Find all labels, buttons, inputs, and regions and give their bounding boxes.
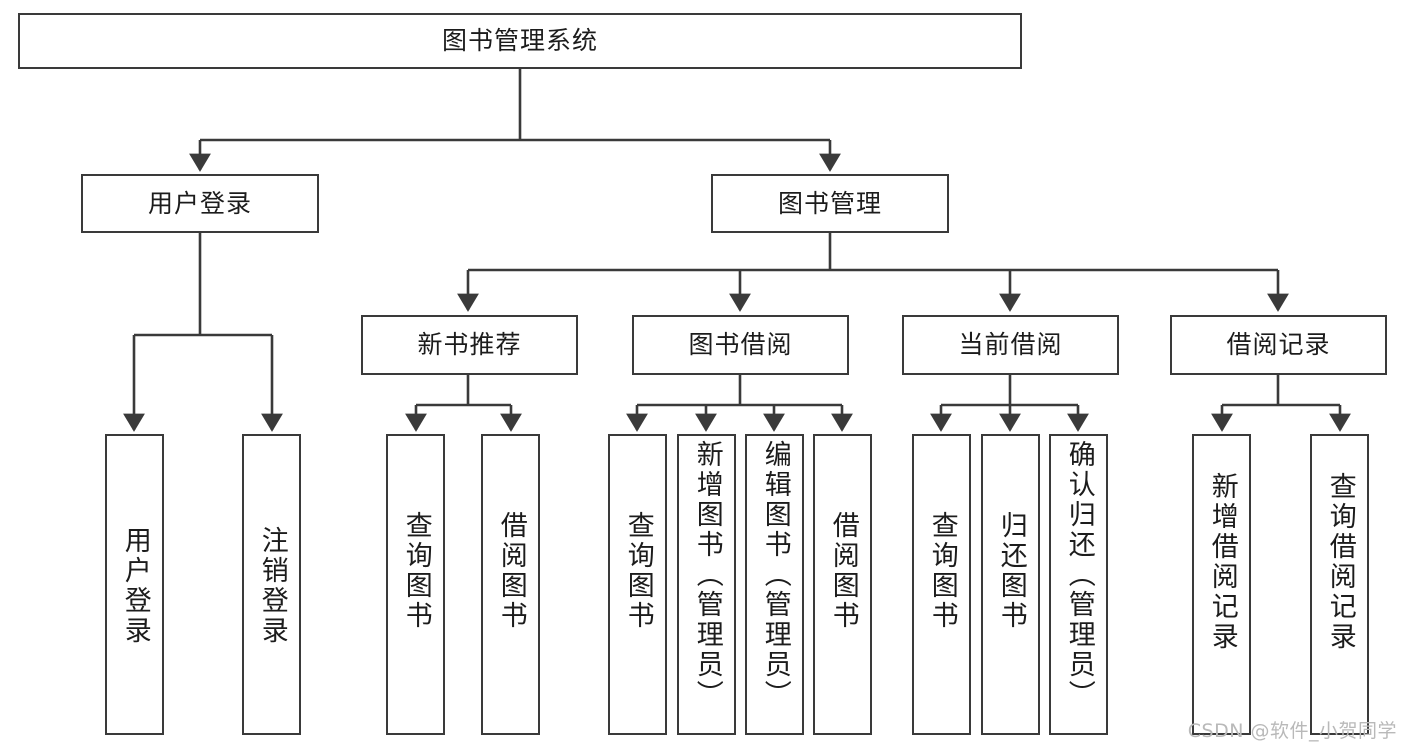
node-current-borrow[interactable]: 当前借阅: [902, 315, 1119, 375]
node-leaf-query-book-3-label: 查询图书: [926, 511, 958, 631]
node-leaf-logout-label: 注销登录: [256, 526, 288, 646]
node-leaf-query-book-1-label: 查询图书: [400, 511, 432, 631]
node-book-borrow-label: 图书借阅: [688, 330, 793, 360]
node-leaf-query-record-label: 查询借阅记录: [1324, 472, 1356, 652]
node-leaf-query-book-1[interactable]: 查询图书: [386, 434, 445, 735]
node-new-book-rec-label: 新书推荐: [417, 330, 522, 360]
node-leaf-query-book-2-label: 查询图书: [622, 511, 654, 631]
node-borrow-record-label: 借阅记录: [1226, 330, 1331, 360]
node-leaf-add-book-label: 新增图书（管理员）: [691, 440, 723, 710]
node-user-login-label: 用户登录: [147, 188, 252, 218]
node-leaf-edit-book-label: 编辑图书（管理员）: [759, 440, 791, 710]
node-leaf-user-login[interactable]: 用户登录: [105, 434, 164, 735]
node-leaf-logout[interactable]: 注销登录: [242, 434, 301, 735]
node-current-borrow-label: 当前借阅: [958, 330, 1063, 360]
node-new-book-rec[interactable]: 新书推荐: [361, 315, 578, 375]
node-leaf-borrow-book-1-label: 借阅图书: [495, 511, 527, 631]
node-leaf-confirm-return-label: 确认归还（管理员）: [1063, 440, 1095, 710]
node-leaf-query-book-3[interactable]: 查询图书: [912, 434, 971, 735]
node-leaf-return-book[interactable]: 归还图书: [981, 434, 1040, 735]
node-user-login[interactable]: 用户登录: [81, 174, 319, 233]
node-leaf-return-book-label: 归还图书: [995, 511, 1027, 631]
node-leaf-borrow-book-2-label: 借阅图书: [827, 511, 859, 631]
node-leaf-query-book-2[interactable]: 查询图书: [608, 434, 667, 735]
node-leaf-query-record[interactable]: 查询借阅记录: [1310, 434, 1369, 735]
node-book-manage[interactable]: 图书管理: [711, 174, 949, 233]
node-root[interactable]: 图书管理系统: [18, 13, 1022, 69]
watermark-text: CSDN @软件_小贺同学: [1187, 720, 1397, 742]
node-leaf-borrow-book-2[interactable]: 借阅图书: [813, 434, 872, 735]
node-leaf-add-book[interactable]: 新增图书（管理员）: [677, 434, 736, 735]
node-leaf-add-record[interactable]: 新增借阅记录: [1192, 434, 1251, 735]
node-borrow-record[interactable]: 借阅记录: [1170, 315, 1387, 375]
node-leaf-add-record-label: 新增借阅记录: [1206, 472, 1238, 652]
node-leaf-confirm-return[interactable]: 确认归还（管理员）: [1049, 434, 1108, 735]
node-root-label: 图书管理系统: [441, 26, 598, 56]
node-leaf-edit-book[interactable]: 编辑图书（管理员）: [745, 434, 804, 735]
node-book-borrow[interactable]: 图书借阅: [632, 315, 849, 375]
node-book-manage-label: 图书管理: [777, 188, 882, 218]
node-leaf-user-login-label: 用户登录: [119, 526, 151, 646]
node-leaf-borrow-book-1[interactable]: 借阅图书: [481, 434, 540, 735]
